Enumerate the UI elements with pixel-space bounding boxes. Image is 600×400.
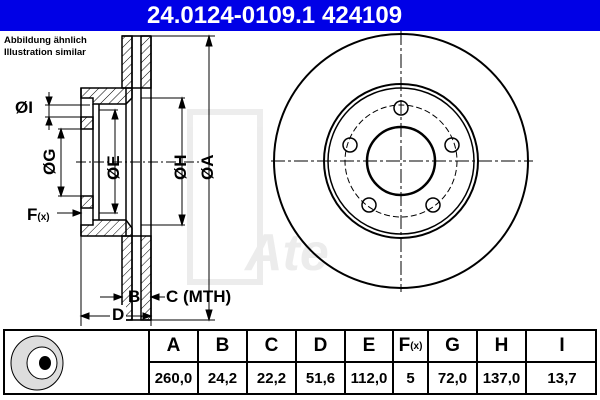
dim-label-I: ØI — [15, 98, 33, 117]
title-bar: 24.0124-0109.1 424109 — [0, 0, 600, 31]
header-E: E — [344, 331, 392, 361]
note-english: Illustration similar — [4, 47, 86, 58]
header-I: I — [525, 331, 597, 361]
dimension-lines — [45, 34, 215, 326]
dim-label-B: B — [128, 287, 141, 306]
part-number: 24.0124-0109.1 — [147, 2, 316, 29]
svg-text:Ate: Ate — [243, 224, 329, 282]
value-A: 260,0 — [148, 363, 197, 393]
value-F: 5 — [392, 363, 427, 393]
header-G: G — [427, 331, 476, 361]
dim-label-D: D — [110, 305, 127, 325]
header-C: C — [246, 331, 295, 361]
ate-watermark: Ate — [187, 109, 329, 285]
dim-label-F: F(x) — [27, 205, 50, 224]
table-divider — [148, 361, 595, 363]
header-A: A — [148, 331, 197, 361]
value-H: 137,0 — [476, 363, 525, 393]
note-german: Abbildung ähnlich — [4, 35, 87, 46]
value-B: 24,2 — [197, 363, 246, 393]
header-F: F(x) — [392, 331, 427, 361]
value-G: 72,0 — [427, 363, 476, 393]
header-H: H — [476, 331, 525, 361]
illustration-note: Abbildung ähnlich Illustration similar — [4, 35, 87, 59]
dim-label-C: C (MTH) — [166, 287, 232, 306]
dim-label-G: ØG — [40, 148, 59, 175]
dimension-table: A B C D E F(x) G H I 260,0 24,2 22,2 51,… — [3, 329, 597, 395]
front-view — [271, 31, 533, 292]
reference-number: 424109 — [322, 2, 403, 29]
value-C: 22,2 — [246, 363, 295, 393]
section-view — [80, 35, 152, 321]
technical-drawing: Ate — [45, 31, 533, 326]
value-E: 112,0 — [344, 363, 392, 393]
value-I: 13,7 — [525, 363, 597, 393]
header-B: B — [197, 331, 246, 361]
dim-label-E: ØE — [104, 155, 123, 180]
brake-disc-thumbnail-icon — [10, 335, 64, 391]
header-D: D — [295, 331, 344, 361]
dim-label-H: ØH — [171, 154, 190, 181]
dim-label-A: ØA — [198, 154, 217, 181]
value-D: 51,6 — [295, 363, 344, 393]
